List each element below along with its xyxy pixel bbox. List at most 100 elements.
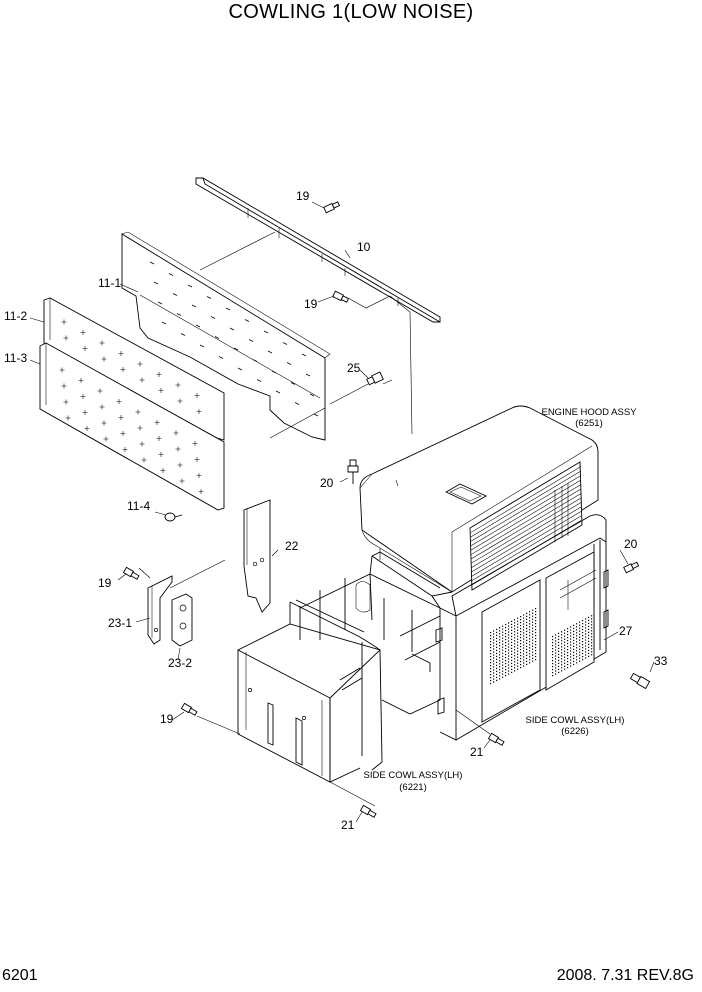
vent-hole xyxy=(582,644,584,646)
vent-hole xyxy=(532,645,534,647)
panel-slot-hole xyxy=(176,313,182,316)
vent-hole xyxy=(579,621,581,623)
vent-hole xyxy=(529,617,531,619)
vent-hole xyxy=(570,644,572,646)
vent-hole xyxy=(532,627,534,629)
panel-slot-hole xyxy=(237,367,243,371)
vent-hole xyxy=(496,643,498,645)
vent-hole xyxy=(529,650,531,652)
vent-hole xyxy=(520,661,522,663)
vent-hole xyxy=(526,663,528,665)
vent-hole xyxy=(532,654,534,656)
panel-slot-hole xyxy=(214,336,220,339)
panel-slot-hole xyxy=(305,373,311,377)
vent-hole xyxy=(576,623,578,625)
vent-hole xyxy=(564,629,566,631)
vent-hole xyxy=(532,651,534,653)
vent-hole xyxy=(523,656,525,658)
vent-hole xyxy=(529,635,531,637)
vent-hole xyxy=(499,669,501,671)
vent-hole xyxy=(535,644,537,646)
pad-cross-mark xyxy=(141,457,147,463)
vent-hole xyxy=(499,642,501,644)
pad-cross-mark xyxy=(175,446,181,452)
vent-hole xyxy=(588,640,590,642)
vent-hole xyxy=(520,616,522,618)
pad-cross-mark xyxy=(179,478,185,484)
pad-cross-mark xyxy=(156,372,162,377)
panel-slot-hole xyxy=(256,379,262,382)
pad-cross-mark xyxy=(80,394,86,399)
label-19-top: 19 xyxy=(296,189,310,203)
vent-hole xyxy=(499,660,501,662)
leader-lines xyxy=(29,201,655,823)
vent-hole xyxy=(585,648,587,650)
vent-hole xyxy=(582,647,584,649)
vent-hole xyxy=(529,620,531,622)
vent-hole xyxy=(552,642,554,644)
vent-hole xyxy=(529,656,531,658)
vent-hole xyxy=(505,630,507,632)
vent-hole xyxy=(552,651,554,653)
vent-hole xyxy=(558,632,560,634)
vent-hole xyxy=(591,651,593,653)
vent-hole xyxy=(502,634,504,636)
vent-hole xyxy=(570,626,572,628)
vent-hole xyxy=(529,632,531,634)
vent-hole xyxy=(520,625,522,627)
vent-hole xyxy=(552,663,554,665)
vent-hole xyxy=(499,633,501,635)
grille-slat xyxy=(470,488,582,555)
vent-hole xyxy=(588,649,590,651)
vent-hole xyxy=(499,672,501,674)
vent-hole xyxy=(493,648,495,650)
panel-slot-hole xyxy=(252,359,258,362)
vent-hole xyxy=(490,647,492,649)
vent-hole xyxy=(526,627,528,629)
vent-hole xyxy=(526,615,528,617)
vent-hole xyxy=(517,620,519,622)
vent-hole xyxy=(508,634,510,636)
vent-hole xyxy=(514,634,516,636)
vent-hole xyxy=(511,659,513,661)
vent-hole xyxy=(564,638,566,640)
panel-slot-hole xyxy=(149,261,155,265)
vent-hole xyxy=(511,668,513,670)
pad-cross-mark xyxy=(61,383,67,389)
vent-hole xyxy=(532,630,534,632)
vent-hole xyxy=(558,641,560,643)
vent-hole xyxy=(502,643,504,645)
pad-cross-mark xyxy=(177,462,183,468)
vent-hole xyxy=(502,655,504,657)
vent-hole xyxy=(505,633,507,635)
vent-hole xyxy=(555,643,557,645)
panel-slot-hole xyxy=(282,342,288,345)
vent-hole xyxy=(499,654,501,656)
pad-cross-mark xyxy=(82,346,88,351)
vent-hole xyxy=(535,626,537,628)
vent-hole xyxy=(505,642,507,644)
vent-hole xyxy=(555,634,557,636)
vent-hole xyxy=(576,650,578,652)
vent-hole xyxy=(567,646,569,648)
vent-hole xyxy=(511,620,513,622)
vent-hole xyxy=(579,642,581,644)
vent-hole xyxy=(588,643,590,645)
panel-slot-hole xyxy=(168,273,174,276)
vent-hole xyxy=(591,636,593,638)
vent-hole xyxy=(579,639,581,641)
vent-hole xyxy=(579,627,581,629)
vent-hole xyxy=(493,660,495,662)
pad-cross-mark xyxy=(194,393,200,398)
vent-hole xyxy=(567,652,569,654)
vent-hole xyxy=(526,639,528,641)
label-25: 25 xyxy=(347,361,361,375)
vent-hole xyxy=(591,654,593,656)
vent-hole xyxy=(576,632,578,634)
vent-hole xyxy=(520,634,522,636)
grille-slat xyxy=(470,484,582,551)
vent-hole xyxy=(585,627,587,629)
vent-hole xyxy=(579,657,581,659)
vent-hole xyxy=(514,625,516,627)
part-10-rail-bracket xyxy=(195,177,441,323)
